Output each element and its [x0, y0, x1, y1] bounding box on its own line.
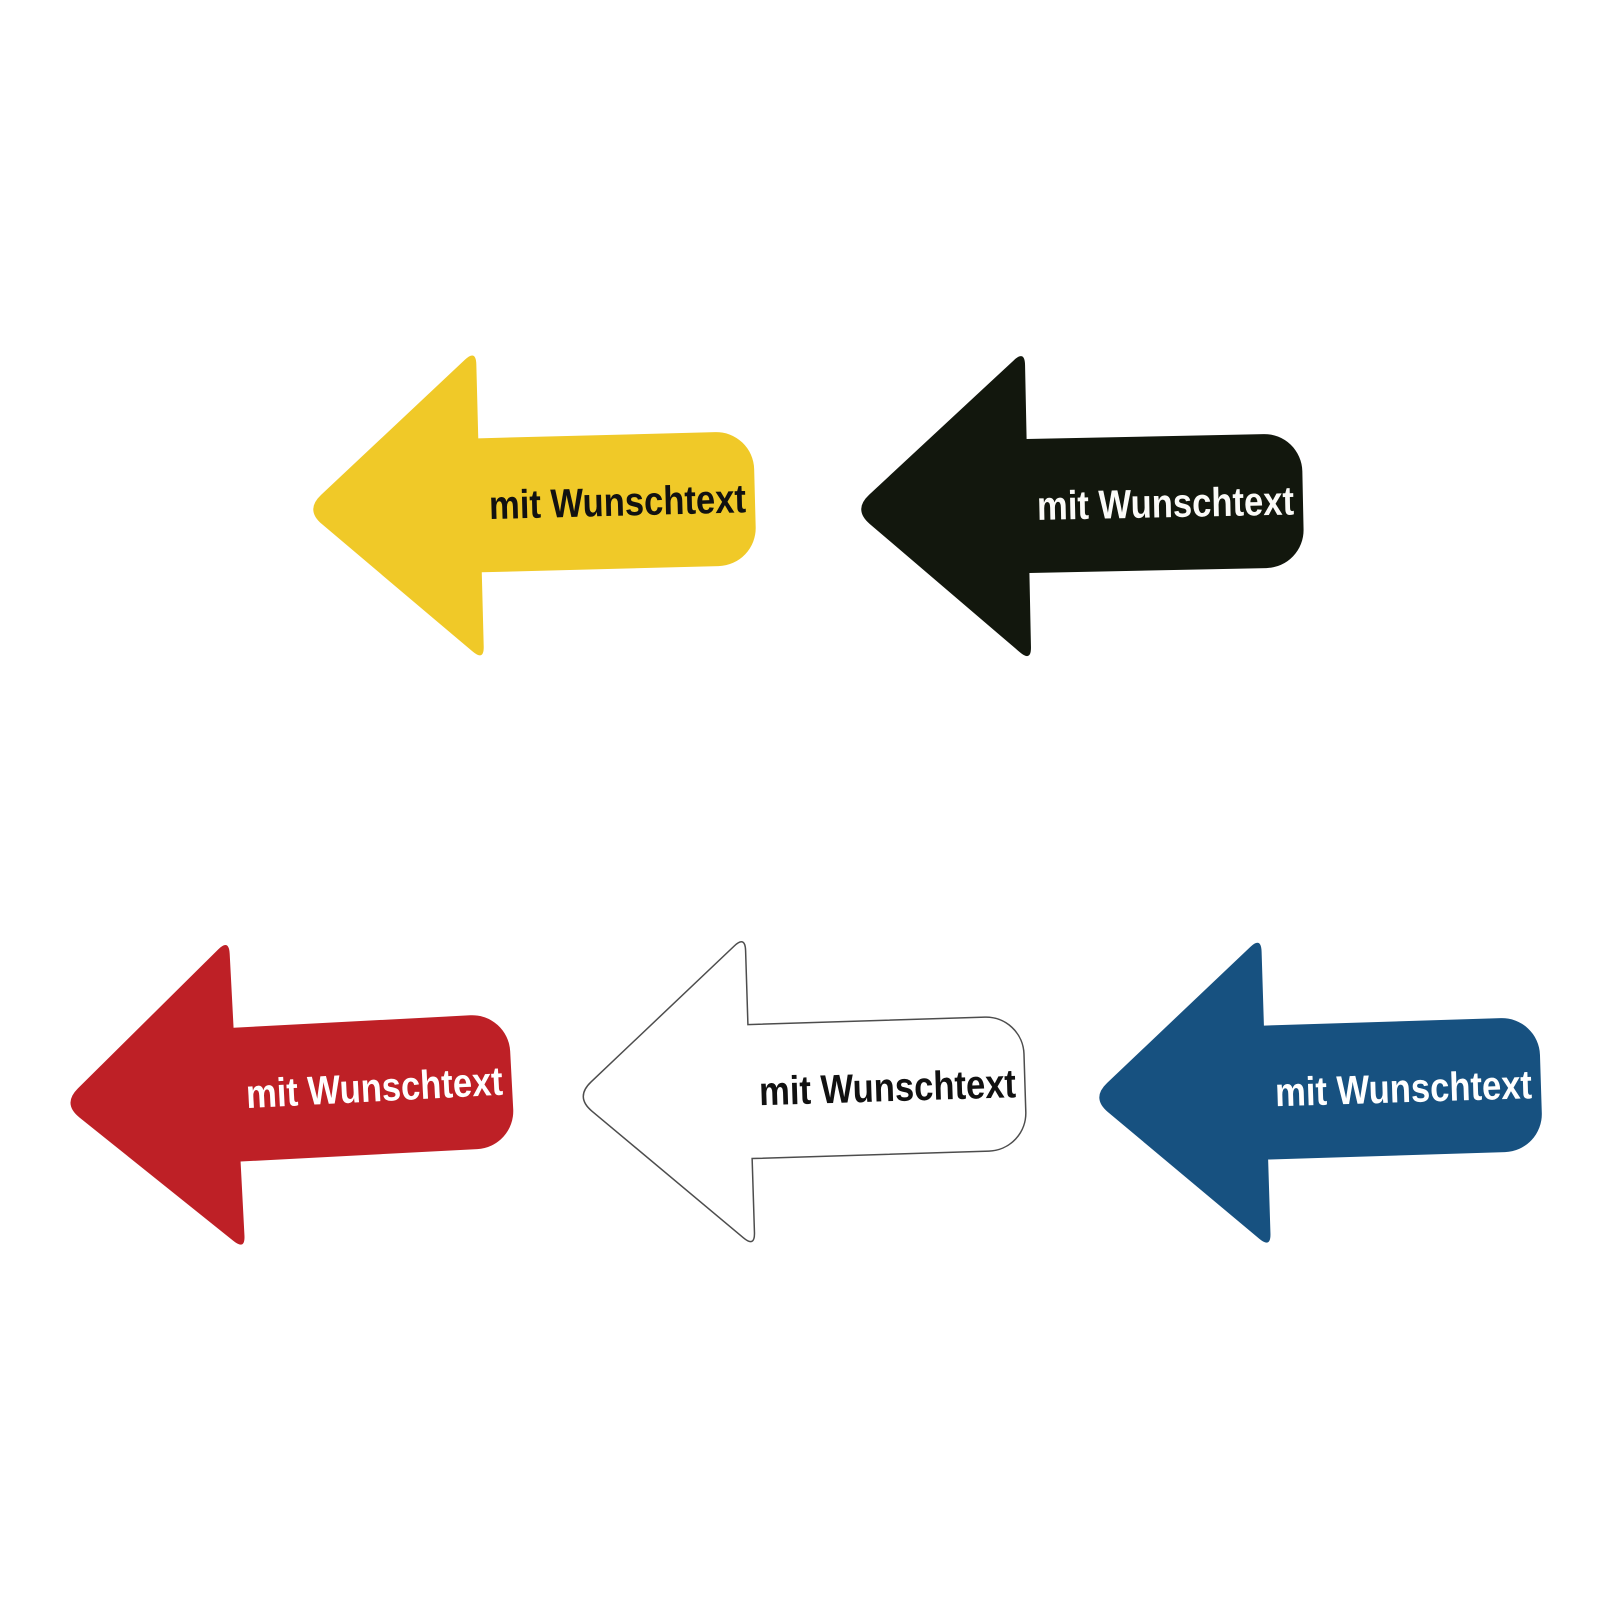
arrow-shape — [582, 941, 1027, 1243]
left-arrow-icon: mit Wunschtext — [70, 945, 514, 1245]
left-arrow-icon: mit Wunschtext — [582, 941, 1027, 1243]
arrow-shape — [70, 945, 514, 1245]
arrow-shape — [1099, 942, 1542, 1243]
arrow-label: mit Wunschtext — [758, 1060, 1016, 1114]
left-arrow-icon: mit Wunschtext — [313, 355, 756, 656]
left-arrow-icon: mit Wunschtext — [861, 356, 1304, 657]
arrow-label: mit Wunschtext — [1037, 477, 1295, 528]
arrow-label: mit Wunschtext — [1274, 1061, 1532, 1115]
arrow-label: mit Wunschtext — [488, 475, 746, 528]
red-arrow-sticker: mit Wunschtext — [54, 924, 520, 1259]
left-arrow-icon: mit Wunschtext — [1099, 942, 1542, 1243]
arrow-shape — [313, 355, 756, 656]
black-arrow-sticker: mit Wunschtext — [850, 344, 1306, 665]
yellow-arrow-sticker: mit Wunschtext — [301, 342, 759, 666]
blue-arrow-sticker: mit Wunschtext — [1086, 928, 1546, 1254]
arrow-shape — [861, 356, 1304, 657]
white-arrow-sticker: mit Wunschtext — [570, 927, 1030, 1253]
